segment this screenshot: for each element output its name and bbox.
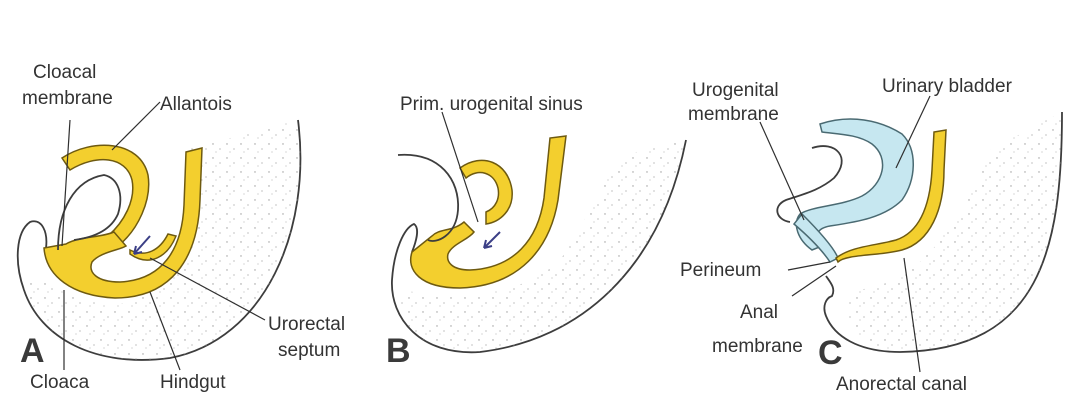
panel-a-hindgut-label: Hindgut xyxy=(160,372,226,393)
panel-a-allantois-label: Allantois xyxy=(160,94,232,115)
panel-c-letter: C xyxy=(818,334,843,372)
panel-a-urorectal-septum-label-2: septum xyxy=(278,340,340,361)
panel-b-letter: B xyxy=(386,332,411,370)
panel-a-cloacal-membrane-label-2: membrane xyxy=(22,88,113,109)
panel-c-urogenital-membrane-label-2: membrane xyxy=(688,104,779,125)
panel-c-anal-membrane-label-2: membrane xyxy=(712,336,803,357)
panel-c-perineum-label: Perineum xyxy=(680,260,761,281)
panel-c-urinary-bladder-label: Urinary bladder xyxy=(882,76,1013,97)
panel-b: Prim. urogenital sinus B xyxy=(386,94,686,370)
panel-b-cloaca-curve xyxy=(398,155,458,241)
panel-b-prim-urogenital-sinus-label: Prim. urogenital sinus xyxy=(400,94,583,115)
panel-a-cloaca-label: Cloaca xyxy=(30,372,90,393)
panel-a-cloacal-membrane-label: Cloacal xyxy=(33,62,96,83)
panel-a-urorectal-septum-label: Urorectal xyxy=(268,314,345,335)
panel-a-leader-cloacal-membrane xyxy=(62,120,70,246)
panel-c-urogenital-membrane-label: Urogenital xyxy=(692,80,779,101)
panel-a-letter: A xyxy=(20,332,45,370)
panel-c-anorectal-canal-label: Anorectal canal xyxy=(836,374,967,395)
panel-c-leader-perineum xyxy=(788,262,830,270)
panel-a-leader-allantois xyxy=(112,102,160,150)
panel-c-anal-membrane-label: Anal xyxy=(740,302,778,323)
panel-a: Cloacal membrane Allantois Urorectal sep… xyxy=(18,62,345,393)
panel-c: Urogenital membrane Urinary bladder Peri… xyxy=(680,76,1062,395)
panel-c-leader-urogenital-membrane xyxy=(760,122,804,220)
